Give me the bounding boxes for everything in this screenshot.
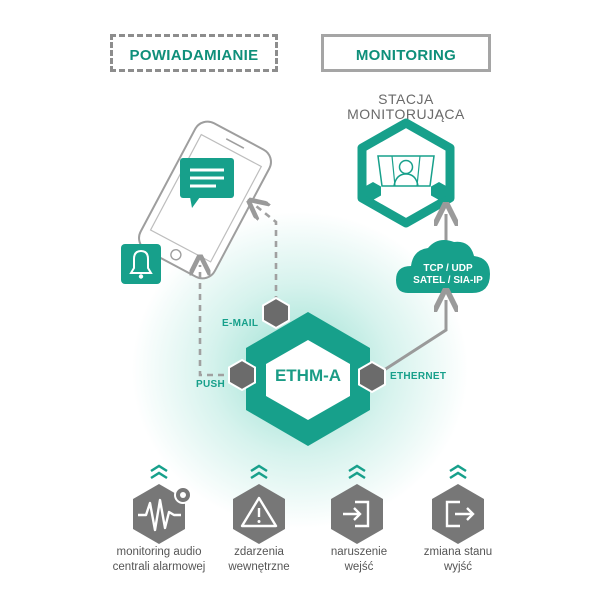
ethernet-connector-node	[358, 360, 386, 394]
bell-notification-icon	[121, 244, 161, 284]
feature-events-caption-line2: wewnętrzne	[228, 561, 290, 573]
feature-audio-icon	[133, 464, 192, 544]
push-connection-label: PUSH	[196, 379, 225, 390]
chat-bubble-icon	[180, 158, 234, 208]
push-connector-node	[228, 358, 256, 392]
ethm-module-label: ETHM-A	[274, 366, 342, 385]
monitoring-header-box: MONITORING	[321, 34, 491, 72]
notification-header-box: POWIADAMIANIE	[110, 34, 278, 72]
notification-header-label: POWIADAMIANIE	[129, 47, 259, 64]
cloud-protocol-line1: TCP / UDP	[423, 263, 473, 274]
ethm-module-hexagon	[246, 312, 370, 446]
feature-events-caption-line1: zdarzenia	[234, 546, 284, 558]
feature-events-caption: zdarzenia wewnętrzne	[194, 545, 324, 575]
feature-input-icon	[331, 464, 383, 544]
email-connection-line	[256, 206, 278, 302]
feature-audio-caption: monitoring audio centrali alarmowej	[94, 545, 224, 575]
cloud-icon	[396, 240, 490, 293]
feature-input-caption-line2: wejść	[344, 561, 374, 573]
ethernet-connection-line	[380, 300, 446, 374]
feature-input-caption: naruszenie wejść	[294, 545, 424, 575]
push-connection-line	[200, 265, 235, 377]
station-label-line2: MONITORUJĄCA	[347, 106, 465, 122]
monitoring-header-label: MONITORING	[355, 47, 457, 64]
ethernet-connection-label: ETHERNET	[390, 371, 447, 382]
monitoring-station-icon	[357, 118, 455, 228]
email-connector-node	[262, 296, 290, 330]
feature-audio-caption-line1: monitoring audio	[116, 546, 202, 558]
feature-output-icon	[432, 464, 484, 544]
cloud-protocol-line2: SATEL / SIA-IP	[413, 275, 483, 286]
station-label-line1: STACJA	[378, 91, 434, 107]
feature-output-caption-line1: zmiana stanu	[423, 546, 493, 558]
email-connection-label: E-MAIL	[222, 318, 259, 329]
monitoring-station-label: STACJA MONITORUJĄCA	[340, 92, 472, 122]
feature-audio-caption-line2: centrali alarmowej	[112, 561, 206, 573]
feature-output-caption-line2: wyjść	[443, 561, 473, 573]
feature-output-caption: zmiana stanu wyjść	[393, 545, 523, 575]
feature-warning-icon	[233, 464, 285, 544]
feature-input-caption-line1: naruszenie	[330, 546, 388, 558]
